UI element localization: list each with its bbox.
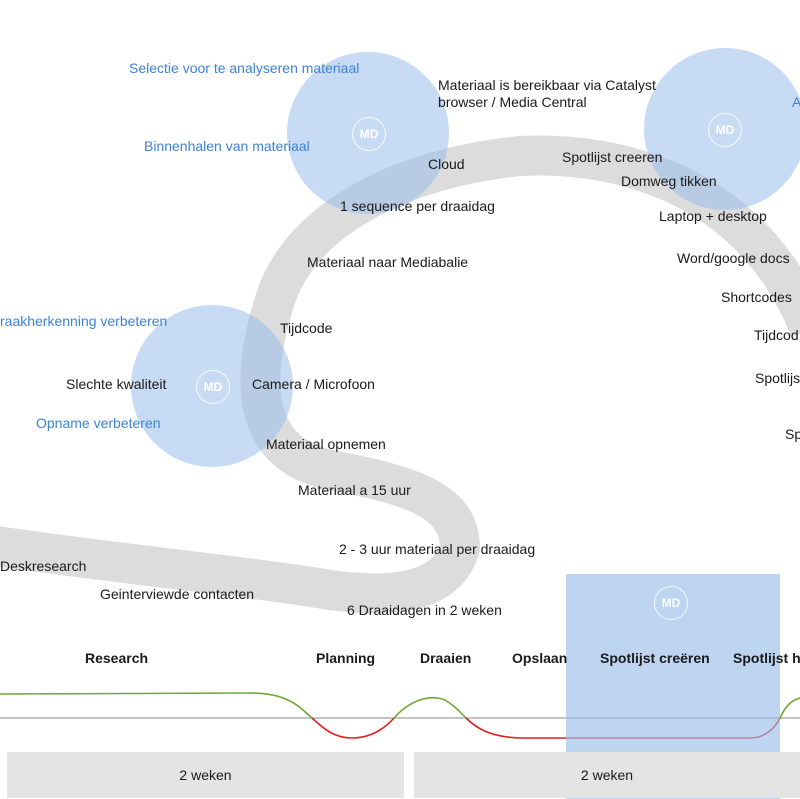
journey-label-deskresearch: Deskresearch	[0, 558, 87, 574]
journey-label-slechte-kwaliteit: Slechte kwaliteit	[66, 376, 167, 392]
journey-label-sequence: 1 sequence per draaidag	[340, 198, 495, 214]
journey-label-geinterviewde: Geinterviewde contacten	[100, 586, 255, 602]
journey-label-draaidagen: 6 Draaidagen in 2 weken	[347, 602, 502, 618]
journey-label-opnemen: Materiaal opnemen	[266, 436, 386, 452]
md-badge: MD	[352, 117, 386, 151]
journey-label-tijdcode-right: Tijdcod	[754, 327, 799, 343]
phase-planning: Planning	[316, 650, 376, 666]
phase-research: Research	[85, 650, 149, 666]
journey-label-opname: Opname verbeteren	[36, 415, 161, 431]
journey-label-binnenhalen: Binnenhalen van materiaal	[144, 138, 310, 154]
journey-label-spraakherkenning: raakherkenning verbeteren	[0, 313, 168, 329]
journey-label-bereikbaar: Materiaal is bereikbaar via Catalyst bro…	[438, 77, 656, 110]
journey-label-sp-right: Sp	[785, 426, 800, 442]
phase-spotlijst-creeren: Spotlijst creëren	[600, 650, 710, 666]
journey-label-laptop: Laptop + desktop	[659, 208, 767, 224]
journey-label-a-right: A	[792, 94, 800, 110]
duration-label: 2 weken	[179, 767, 232, 783]
duration-bar-production: 2 weken	[414, 752, 800, 798]
md-badge: MD	[196, 370, 230, 404]
journey-path	[0, 135, 800, 614]
duration-bar-research: 2 weken	[7, 752, 404, 798]
journey-label-selectie: Selectie voor te analyseren materiaal	[129, 60, 360, 76]
emotion-curve-positive	[0, 692, 800, 719]
journey-label-cloud: Cloud	[428, 156, 465, 172]
duration-label: 2 weken	[580, 767, 634, 783]
md-badge: MD	[654, 586, 688, 620]
md-badge: MD	[708, 113, 742, 147]
journey-label-domweg: Domweg tikken	[621, 173, 717, 189]
journey-label-shortcodes: Shortcodes	[721, 289, 792, 305]
journey-label-word: Word/google docs	[677, 250, 790, 266]
phase-opslaan: Opslaan	[512, 650, 568, 666]
journey-label-uren: 2 - 3 uur materiaal per draaidag	[339, 541, 536, 557]
journey-label-tijdcode: Tijdcode	[280, 320, 333, 336]
journey-label-mediabalie: Materiaal naar Mediabalie	[307, 254, 469, 270]
journey-label-spotlijst-right: Spotlijs	[755, 370, 800, 386]
journey-label-camera: Camera / Microfoon	[252, 376, 375, 392]
phase-draaien: Draaien	[420, 650, 472, 666]
phase-spotlijst-h: Spotlijst h	[733, 650, 800, 666]
journey-label-spotlijst-creeren: Spotlijst creeren	[562, 149, 663, 165]
journey-label-a15: Materiaal a 15 uur	[298, 482, 411, 498]
